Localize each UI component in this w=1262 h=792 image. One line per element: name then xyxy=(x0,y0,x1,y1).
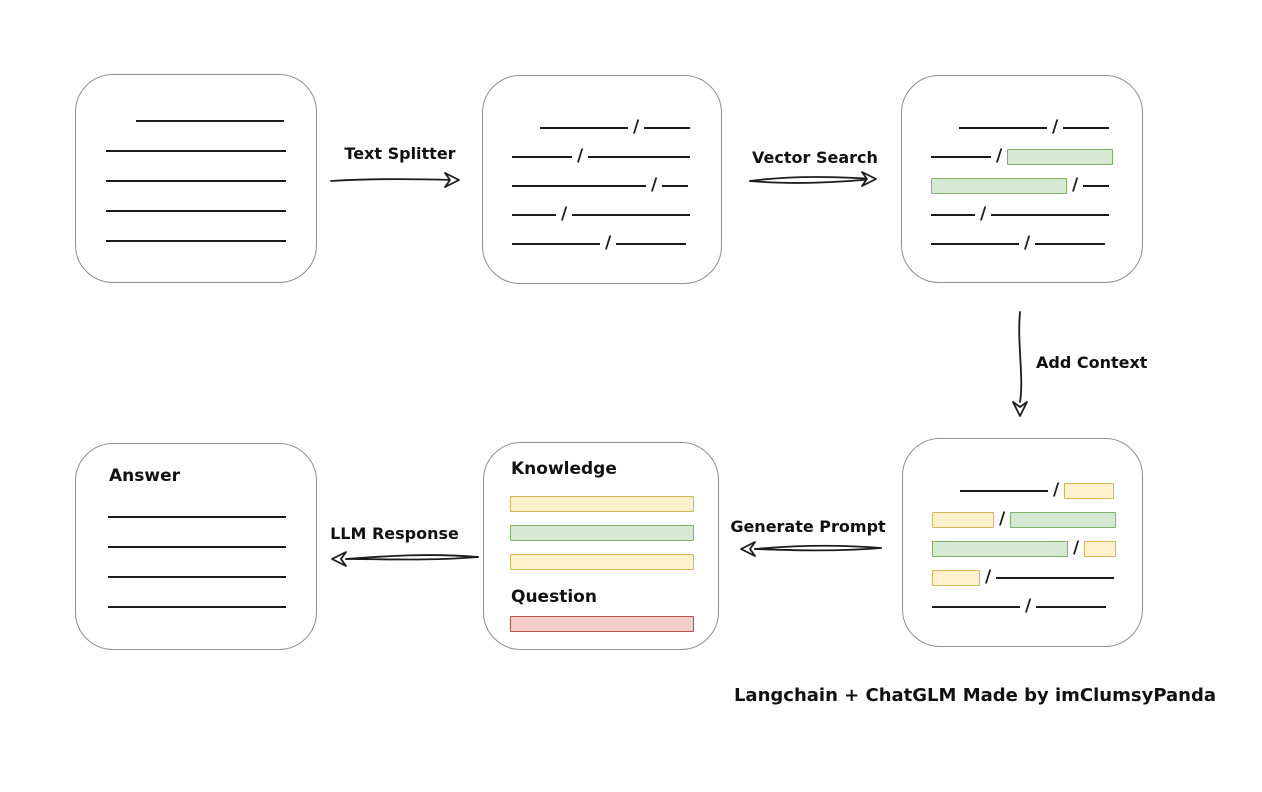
chunk-text-line xyxy=(512,242,600,245)
chunk-highlight-yellow xyxy=(932,569,980,586)
chunk-separator-slash: / xyxy=(1072,174,1079,195)
chunk-separator-slash: / xyxy=(561,203,568,224)
document-line xyxy=(106,240,286,242)
chunk-text-line xyxy=(572,213,691,216)
chunk-text-line xyxy=(959,126,1047,129)
chunk-row: / xyxy=(932,592,1113,621)
document-text-lines xyxy=(76,75,316,270)
chunk-row: / xyxy=(931,142,1114,171)
document-line xyxy=(106,210,286,212)
chunk-separator-slash: / xyxy=(1024,232,1031,253)
knowledge-bar-yellow xyxy=(510,496,694,512)
split-chunks-node: / / / / / xyxy=(482,75,722,284)
answer-node: Answer xyxy=(75,443,317,650)
question-bar xyxy=(510,616,694,632)
generate-prompt-arrow-icon xyxy=(740,541,882,557)
chunk-text-line xyxy=(931,155,991,158)
chunk-separator-slash: / xyxy=(1025,595,1032,616)
answer-title: Answer xyxy=(109,466,180,486)
chunk-row: / xyxy=(932,505,1117,534)
chunk-separator-slash: / xyxy=(999,508,1006,529)
add-context-label: Add Context xyxy=(1036,353,1148,372)
answer-line xyxy=(108,576,286,578)
chunk-separator-slash: / xyxy=(1053,479,1060,500)
chunk-text-line xyxy=(1035,242,1106,245)
chunk-separator-slash: / xyxy=(605,232,612,253)
text-splitter-label: Text Splitter xyxy=(344,144,456,163)
chunk-text-line xyxy=(1063,126,1110,129)
chunk-highlight-yellow xyxy=(1084,540,1117,557)
searched-chunk-rows: / / / / / xyxy=(902,76,1142,258)
chunk-row: / xyxy=(512,142,692,171)
knowledge-bar-yellow xyxy=(510,554,694,570)
chunk-separator-slash: / xyxy=(651,174,658,195)
chunk-text-line xyxy=(512,184,646,187)
chunk-text-line xyxy=(588,155,691,158)
generate-prompt-label: Generate Prompt xyxy=(730,517,886,536)
chunk-highlight-green xyxy=(931,177,1067,194)
chunk-highlight-green xyxy=(932,540,1068,557)
chunk-separator-slash: / xyxy=(980,203,987,224)
diagram-caption: Langchain + ChatGLM Made by imClumsyPand… xyxy=(733,685,1217,706)
chunk-separator-slash: / xyxy=(1052,116,1059,137)
chunk-text-line xyxy=(996,576,1115,579)
chunk-text-line xyxy=(931,213,975,216)
question-title: Question xyxy=(511,587,597,607)
chunk-row: / xyxy=(931,171,1113,200)
answer-line xyxy=(108,606,286,608)
chunk-row: / xyxy=(512,113,692,142)
chunk-text-line xyxy=(512,155,572,158)
answer-text-lines xyxy=(108,516,286,636)
chunk-row: / xyxy=(931,229,1113,258)
chunk-highlight-green xyxy=(1010,511,1117,528)
chunk-separator-slash: / xyxy=(985,566,992,587)
document-line xyxy=(106,150,286,152)
knowledge-bars xyxy=(510,496,694,583)
document-node xyxy=(75,74,317,283)
prompt-node: Knowledge Question xyxy=(483,442,719,650)
chunk-row: / xyxy=(931,200,1113,229)
context-chunk-rows: / / / / / xyxy=(903,439,1142,621)
chunk-text-line xyxy=(931,242,1019,245)
context-chunks-node: / / / / / xyxy=(902,438,1143,647)
llm-response-arrow-icon xyxy=(331,551,479,567)
llm-response-label: LLM Response xyxy=(330,524,459,543)
chunk-row: / xyxy=(512,200,692,229)
vector-search-arrow-icon xyxy=(749,171,877,187)
text-splitter-arrow-icon xyxy=(330,172,460,188)
vector-search-result-node: / / / / / xyxy=(901,75,1143,283)
add-context-arrow-icon xyxy=(1012,311,1028,417)
chunk-separator-slash: / xyxy=(996,145,1003,166)
chunk-separator-slash: / xyxy=(633,116,640,137)
chunk-text-line xyxy=(512,213,556,216)
chunk-text-line xyxy=(991,213,1110,216)
chunk-row: / xyxy=(931,113,1113,142)
answer-line xyxy=(108,546,286,548)
chunk-row: / xyxy=(512,229,692,258)
chunk-text-line xyxy=(1036,605,1107,608)
document-line xyxy=(136,120,284,122)
chunk-row: / xyxy=(932,563,1115,592)
chunk-highlight-yellow xyxy=(932,511,994,528)
chunk-highlight-green xyxy=(1007,148,1114,165)
chunk-row: / xyxy=(932,534,1117,563)
chunk-text-line xyxy=(540,126,628,129)
chunk-text-line xyxy=(960,489,1048,492)
knowledge-title: Knowledge xyxy=(511,459,617,479)
document-line xyxy=(106,180,286,182)
chunk-separator-slash: / xyxy=(577,145,584,166)
chunk-text-line xyxy=(932,605,1020,608)
chunk-text-line xyxy=(1083,184,1110,187)
chunk-text-line xyxy=(662,184,689,187)
chunk-highlight-yellow xyxy=(1064,482,1115,499)
knowledge-bar-green xyxy=(510,525,694,541)
chunk-separator-slash: / xyxy=(1073,537,1080,558)
chunk-text-line xyxy=(644,126,691,129)
chunk-row: / xyxy=(512,171,692,200)
vector-search-label: Vector Search xyxy=(752,148,878,167)
chunk-text-line xyxy=(616,242,687,245)
chunk-row: / xyxy=(932,476,1115,505)
split-chunk-rows: / / / / / xyxy=(483,76,721,258)
answer-line xyxy=(108,516,286,518)
